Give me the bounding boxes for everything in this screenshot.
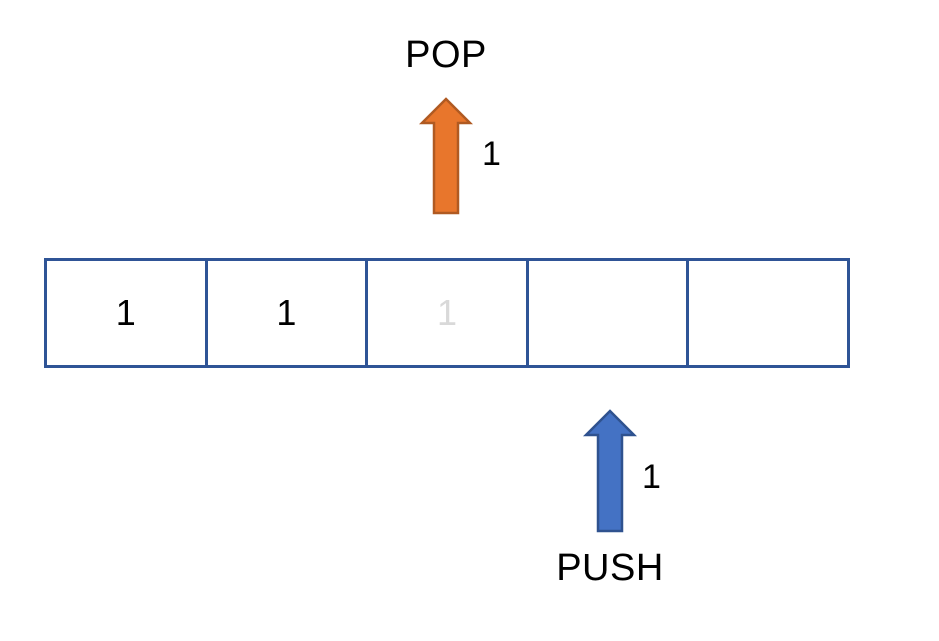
- stack-cell[interactable]: [689, 261, 847, 365]
- push-up-arrow-icon: [582, 409, 638, 533]
- pop-count-label: 1: [482, 135, 501, 173]
- stack-cell[interactable]: 1: [368, 261, 529, 365]
- push-label: PUSH: [556, 547, 664, 589]
- stack-cell[interactable]: [528, 261, 690, 365]
- push-count-label: 1: [642, 458, 661, 496]
- stack-cell[interactable]: 1: [207, 261, 369, 365]
- pop-label: POP: [405, 34, 487, 76]
- stack-container: 1 1 1: [44, 258, 850, 368]
- stack-cell[interactable]: 1: [47, 261, 208, 365]
- pop-up-arrow-icon: [418, 97, 474, 215]
